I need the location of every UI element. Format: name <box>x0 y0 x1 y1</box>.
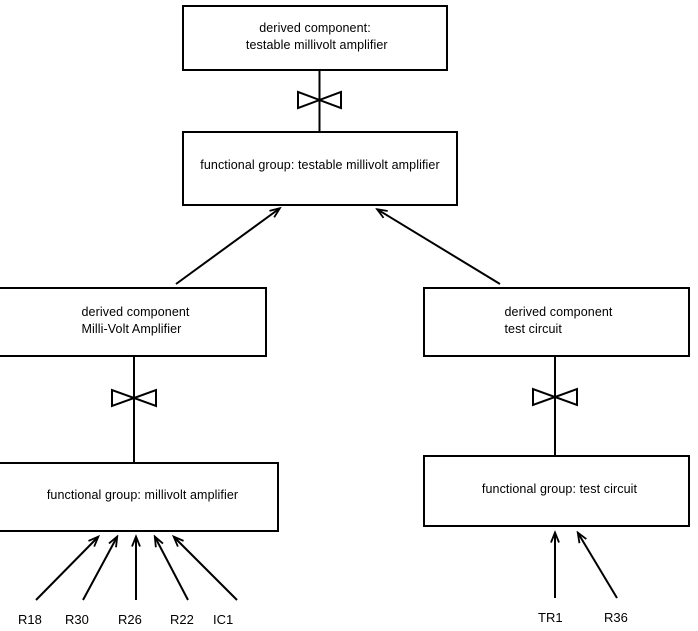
node-label-line2: test circuit <box>504 322 562 336</box>
link-part-R18 <box>35 537 98 601</box>
node-label-line1: derived component <box>81 305 190 319</box>
bowtie-top-icon <box>297 90 342 110</box>
node-label-line2: Milli-Volt Amplifier <box>81 322 182 336</box>
leaf-label-R22[interactable]: R22 <box>170 612 194 627</box>
node-functional-group-testable-amplifier[interactable]: functional group: testable millivolt amp… <box>182 131 458 206</box>
node-functional-group-test-circuit[interactable]: functional group: test circuit <box>423 455 690 527</box>
node-label-line1: functional group: test circuit <box>481 481 638 496</box>
link-part-R22 <box>155 537 189 601</box>
node-label: functional group: millivolt amplifier <box>47 487 238 504</box>
bowtie-left-icon <box>111 388 157 408</box>
node-label-line1: functional group: millivolt amplifier <box>46 487 239 502</box>
link-mv-derived-to-fg-top <box>175 209 280 285</box>
link-tc-derived-to-fg-top <box>378 210 501 285</box>
bowtie-connector-right[interactable] <box>529 384 579 410</box>
bowtie-connector-top[interactable] <box>294 87 344 113</box>
link-part-R36 <box>578 533 618 599</box>
node-label-line2: testable millivolt amplifier <box>242 38 388 52</box>
node-label: derived component test circuit <box>504 304 612 338</box>
node-derived-component-test-circuit[interactable]: derived component test circuit <box>423 287 690 357</box>
node-label-line1: functional group: testable millivolt amp… <box>200 158 440 172</box>
leaf-label-TR1[interactable]: TR1 <box>538 610 563 625</box>
leaf-label-R30[interactable]: R30 <box>65 612 89 627</box>
node-label: functional group: test circuit <box>482 481 637 498</box>
bowtie-connector-left[interactable] <box>108 385 158 411</box>
node-label: derived component: testable millivolt am… <box>242 20 388 54</box>
link-part-R30 <box>82 537 117 601</box>
node-functional-group-millivolt-amplifier[interactable]: functional group: millivolt amplifier <box>0 462 279 532</box>
link-part-IC1 <box>174 537 238 601</box>
node-label-line1: derived component: <box>259 21 371 35</box>
node-derived-component-testable-amplifier[interactable]: derived component: testable millivolt am… <box>182 5 448 71</box>
bowtie-right-icon <box>532 387 578 407</box>
node-label-line1: derived component <box>504 305 613 319</box>
leaf-label-R36[interactable]: R36 <box>604 610 628 625</box>
leaf-label-IC1[interactable]: IC1 <box>213 612 234 627</box>
leaf-label-R18[interactable]: R18 <box>18 612 42 627</box>
node-label: functional group: testable millivolt amp… <box>200 157 439 174</box>
leaf-label-R26[interactable]: R26 <box>118 612 142 627</box>
